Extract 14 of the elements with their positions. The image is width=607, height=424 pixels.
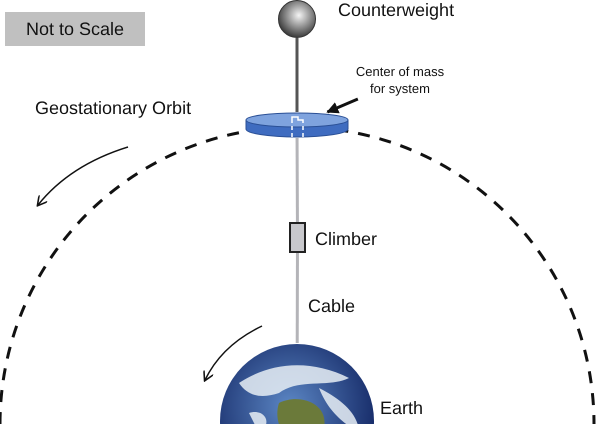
climber-box — [289, 222, 306, 253]
text-label: Cable — [308, 296, 356, 317]
callout-text: Center of mass for system — [347, 63, 453, 99]
scale-note: Not to Scale — [5, 12, 145, 46]
text-label: Geostationary Orbit — [35, 98, 192, 119]
counterweight-sphere — [278, 0, 316, 38]
cable-line — [296, 138, 299, 222]
arrow — [326, 98, 358, 114]
platform-disc — [245, 112, 349, 138]
node-label: Earth — [380, 398, 424, 419]
node-label: Climber — [315, 229, 378, 250]
cable-line — [296, 38, 298, 112]
cable-line — [296, 253, 299, 343]
node-label: Counterweight — [338, 0, 454, 21]
